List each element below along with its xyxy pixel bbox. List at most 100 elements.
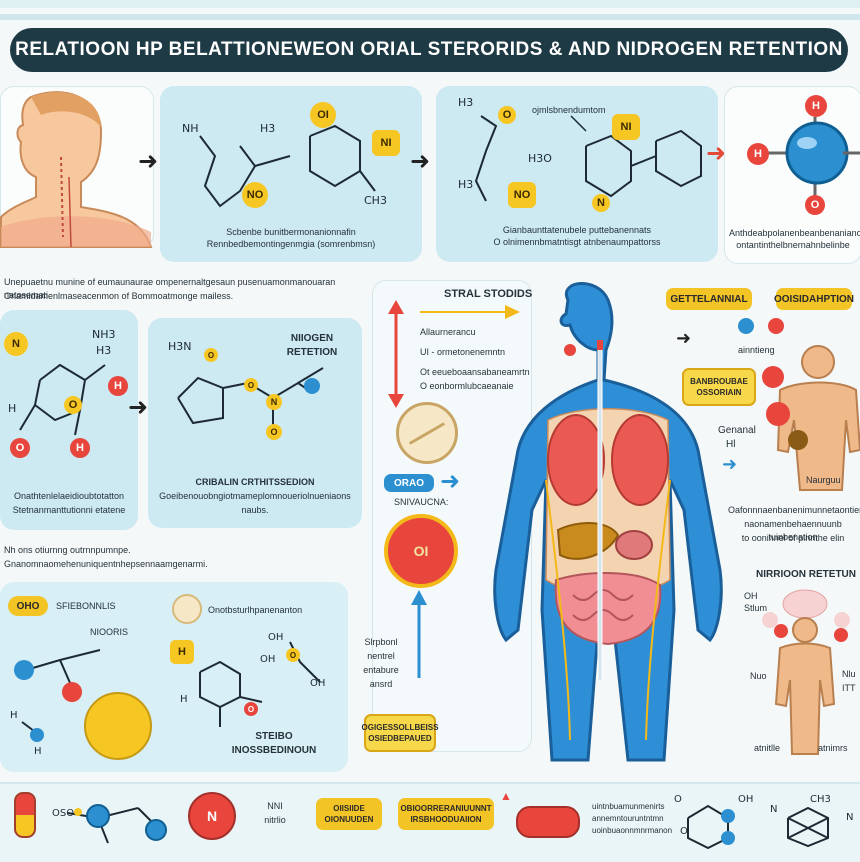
bottom-small-text: annemntouruntntmn [592,814,664,823]
pill-caption: SNIVAUCNA: [394,497,449,507]
chem-label: H3 [260,122,276,135]
bottom-label: nitrlio [264,815,286,825]
atom-ball-red [768,318,784,334]
chem-label: H [10,710,18,721]
right-paragraph: Oafonnnaenbanenimunnetaontien [728,505,860,515]
head-illustration [0,91,153,248]
right-chip-2: OOISIDAHPTION [774,288,854,310]
chem-label: H3O [528,152,552,165]
atom-ball-red [834,628,848,642]
arrow-up-blue [411,590,427,678]
bottom-chip-2: OBIOORRERANIUUNNT IRSBHOODUAIION [398,798,494,830]
bottom-label: NNI [267,801,283,811]
oral-label-chip: ORAO [384,474,434,492]
arrow-right-yellow [420,305,520,319]
panel-caption: Anthdeabpolanenbeanbenaniano [729,228,860,238]
pill-icon [172,594,202,624]
atom-chip: NO [508,182,536,208]
right-label: Genanal [718,425,756,436]
page-title: RELATIOON HP BELATTIONEWEON ORIAL STEROR… [10,28,848,72]
atom-ball: O [266,424,282,440]
top-band [0,0,860,8]
chem-label: H3N [168,340,192,353]
chem-label: OH [310,678,326,689]
arrow-right-blue-2: ➜ [722,454,738,474]
side-caption: entabure [363,665,399,675]
atom-ball: O [498,106,516,124]
right-label: Naurguu [806,475,841,485]
red-atom-ball: N [188,792,236,840]
chem-panel-3: ojmlsbnendumtom H3 O NI H3O H3 NO N Gian… [436,86,718,262]
chem-label: H3 [458,96,474,109]
panel-caption: Goeibenouobngiotmameplomnoueriolnueniaon… [159,491,351,501]
bottom-chip-1: OIISIIDE OIONUUDEN [316,798,382,830]
molecule-diagram-2 [199,124,376,208]
atom-chip: NI [612,114,640,140]
center-line: O eonbormlubcaeanaie [420,381,514,391]
chem-label: SFIEBONNLIS [56,601,116,611]
label-chip: OHO [8,596,48,616]
water-molecule [765,117,860,197]
atom-ball-blue [738,318,754,334]
chem-label: H [8,402,17,415]
atom-ball: O [10,438,30,458]
panel-caption: CRIBALIN CRTHITSSEDION [195,477,315,487]
molecule-diagram-3 [474,115,702,202]
ring-molecule-b [177,367,324,428]
bottom-center-chip: OGIGESSOLLBEISS OSIEDBEPAUED [362,714,438,752]
right-foot-label: atnimrs [818,743,848,753]
panel-caption: Gianbaunttatenubele puttebanennats [502,225,652,235]
chem-label: N [846,812,854,823]
atom-ball: O [64,396,82,414]
panel-title: RETETION [286,347,338,358]
panel-caption: ontantinthelbnernahnbelinbe [736,240,850,250]
right-side-label: Nlu [842,669,856,679]
red-capsule-ball: OI [384,514,458,588]
side-caption: Slrpbonl [364,637,398,647]
atom-ball-red [762,366,784,388]
panel-caption: Rennbedbemontingenmgia (somrenbmsn) [206,239,376,249]
atom-ball-blue [304,378,320,394]
center-line: Allaurnerancu [420,327,476,337]
oral-pill [396,402,458,464]
body-text: Nh ons otiurnng outrnnpumnpe. [4,545,131,555]
atom-ball: H [70,438,90,458]
atom-ball: O [244,378,258,392]
chem-label: OH [260,654,276,665]
chem-label: O [674,794,682,805]
atom-chip: H [170,640,194,664]
panel-caption: naubs. [241,505,269,515]
atom-ball-blue [30,728,44,742]
atom-chip: NI [372,130,400,156]
body-text: Onamidamenlmaseacenmon of Bommoatmonge m… [4,291,234,301]
chem-panel-2: NH H3 OI NI NO CH3 Scbenbe bunitbermonan… [160,86,422,262]
muscular-man-figure [776,345,860,491]
human-body-figure [493,282,723,762]
molecule-diagram-bottom-1 [67,804,167,844]
atom-ball: NO [242,182,268,208]
arrow-right-blue: ➜ [440,468,461,495]
panel-title: NIIOGEN [290,333,334,344]
chem-label: H [34,746,42,757]
right-foot-label: atnitlle [754,743,781,753]
chem-label: O [680,826,688,837]
panel-header: ojmlsbnendumtom [532,105,606,115]
red-tablet-icon [516,806,580,838]
bottom-small-text: uintnbuamunmenirts [592,802,665,811]
body-silhouette-small [762,589,850,755]
atom-ball-red [774,624,788,638]
top-band-2 [0,14,860,20]
atom-ball: O [244,702,258,716]
atom-ball-red [766,402,790,426]
atom-ball: O [805,195,825,215]
atom-ball: H [747,143,769,165]
right-caption: ainntieng [738,345,775,355]
right-chip-1: GETTELANNIAL [666,288,752,310]
capsule-icon [14,792,36,838]
fat-globule [84,692,152,760]
right-side-label: Nuo [750,671,767,681]
chem-label: CH3 [364,194,387,207]
atom-ball: N [4,332,28,356]
right-label: Hl [726,439,736,450]
arrow-right-small: ➜ [676,328,692,348]
